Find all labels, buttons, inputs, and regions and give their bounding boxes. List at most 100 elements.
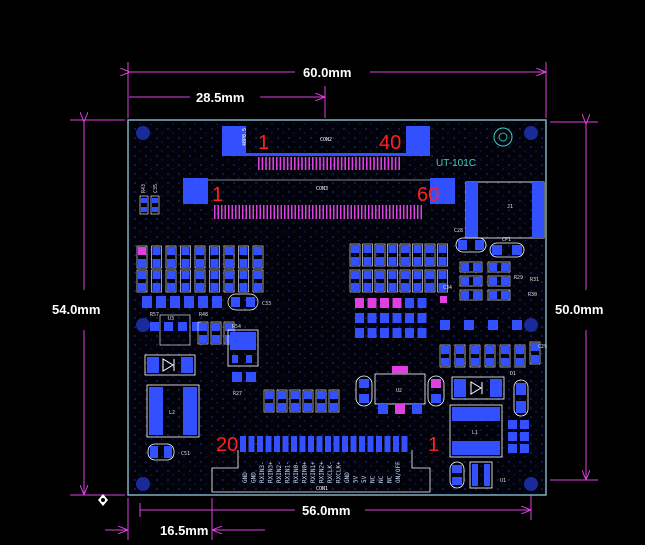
con3-pin [385, 205, 387, 219]
dim-top-partial: 28.5mm [196, 90, 244, 105]
pcb-board: UT-101C CON2 40P0.5 1 40 CON3 1 60 [127, 119, 547, 496]
ref-c29: C29 [538, 344, 547, 350]
resistor-outline [424, 243, 436, 267]
resistor-pad [456, 346, 464, 354]
resistor-outline [349, 243, 361, 267]
resistor-pad [152, 283, 161, 291]
resistor-outline [180, 269, 191, 293]
resistor-pad [351, 271, 359, 279]
con1-signal-label: NC [370, 475, 377, 483]
resistor-outline [374, 269, 386, 293]
resistor-pad [167, 259, 175, 267]
con1-signal-label: RXCLK- [327, 461, 334, 483]
con2-pin [322, 157, 325, 170]
resistor-pad [212, 323, 220, 331]
resistor-pad [501, 346, 509, 354]
con3-pin [361, 205, 363, 219]
resistor-outline [315, 389, 327, 413]
parts-r43-c35: R43 C35 [139, 184, 160, 215]
con1-signal-label: NC [387, 475, 394, 483]
con3-pin [333, 205, 335, 219]
resistor-pad [181, 259, 190, 267]
resistor-outline [487, 275, 511, 287]
resistor-pad [413, 245, 422, 253]
resistor-pad [196, 283, 204, 291]
resistor-pad [210, 271, 219, 279]
resistor-outline [412, 269, 423, 293]
resistor-outline [209, 245, 220, 269]
con3-label: CON3 [316, 186, 328, 192]
resistor-outline [197, 321, 209, 345]
resistor-outline [387, 243, 398, 267]
con3-pin [217, 205, 219, 219]
resistor-outline [263, 389, 275, 413]
pad [520, 432, 529, 441]
resistor-pad [265, 403, 273, 411]
con1-signal-label: ON/OFF [395, 461, 402, 483]
con3-pin [322, 205, 324, 219]
resistor-outline [484, 344, 496, 368]
con2-pin [358, 157, 361, 170]
pad [246, 297, 255, 307]
pad [192, 322, 201, 331]
pad [508, 420, 517, 429]
con3-pin [336, 205, 338, 219]
resistor-pad [489, 291, 497, 299]
ref-r27: R27 [233, 391, 242, 397]
ref-r57: R57 [150, 312, 159, 318]
cap-cp1: CP1 C28 [454, 228, 525, 258]
resistor-pad [317, 403, 325, 411]
con3-pin [329, 205, 331, 219]
con2-pin [391, 157, 393, 170]
resistor-pad [181, 247, 190, 255]
con1-pin [316, 436, 323, 452]
con1-pin [342, 436, 348, 452]
con1-signal-label: RXIN2- [276, 461, 283, 483]
resistor-pad [413, 283, 422, 291]
connector-con3: CON3 1 60 [183, 178, 455, 219]
resistor-outline [499, 344, 511, 368]
resistor-outline [276, 389, 288, 413]
resistor-pad [376, 271, 384, 279]
resistor-pad [376, 257, 384, 265]
con2-pin [286, 157, 289, 170]
resistor-pad [363, 271, 372, 279]
con3-pin [242, 205, 244, 219]
con3-pin [273, 205, 275, 219]
con1-label: CON1 [316, 486, 328, 492]
con2-pin [373, 157, 375, 170]
ref-r31: R31 [530, 277, 539, 283]
resistor-outline [487, 261, 511, 273]
resistor-pad [438, 245, 447, 253]
resistor-pad [138, 259, 146, 267]
con2-pin [290, 157, 292, 170]
con2-pin [265, 157, 267, 170]
fiducial-ring [493, 127, 513, 147]
resistor-pad [471, 358, 479, 366]
resistor-pad [210, 259, 219, 267]
con3-pin [392, 205, 394, 219]
connector-con2: CON2 40P0.5 1 40 [222, 126, 430, 170]
con1-pin [359, 436, 365, 452]
con1-pin [248, 436, 255, 452]
ic-u3: U3 [159, 314, 191, 346]
con1-pin-1: 1 [428, 434, 439, 456]
resistor-pad [291, 403, 299, 411]
resistor-outline [362, 243, 373, 267]
con2-pin [276, 157, 278, 170]
resistor-pad [138, 247, 146, 255]
con1-pin [257, 436, 263, 452]
con1-pin [333, 436, 340, 452]
con3-pin [399, 205, 401, 219]
pad [380, 313, 389, 323]
con3-pin [291, 205, 293, 219]
resistor-outline [412, 243, 423, 267]
ref-r43: R43 [141, 184, 147, 193]
resistor-outline [459, 261, 483, 273]
resistor-outline [136, 245, 148, 269]
resistor-pad [401, 245, 409, 253]
con2-pin [376, 157, 379, 170]
dimension-lines [70, 62, 598, 540]
